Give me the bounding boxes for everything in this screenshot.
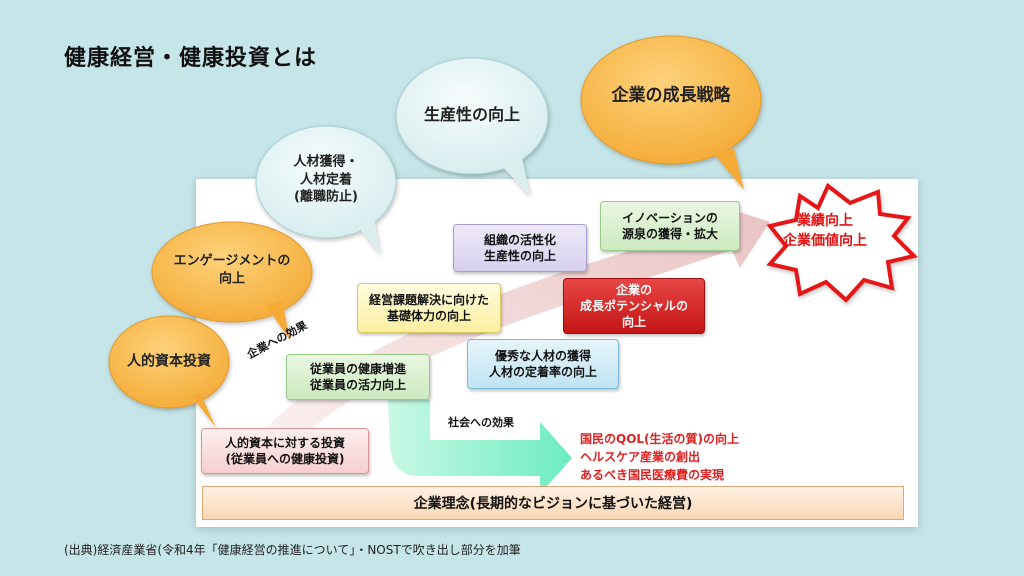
box-investment-line2: (従業員への健康投資): [225, 452, 345, 466]
bubble-jinteki-text: 人的資本投資: [127, 353, 211, 372]
result-line1: 業績向上: [797, 213, 853, 229]
corporate-philosophy-bar: 企業理念(長期的なビジョンに基づいた経営): [202, 486, 904, 520]
social-effects-list: 国民のQOL(生活の質)の向上 ヘルスケア産業の創出 あるべき国民医療費の実現: [580, 430, 739, 484]
box-yushu-line2: 人材の定着率の向上: [488, 365, 597, 379]
growth-arrow: [262, 203, 770, 440]
box-potential-line1: 企業の: [615, 282, 652, 297]
box-organization-activation: 組織の活性化 生産性の向上: [453, 224, 587, 272]
result-line2: 企業価値向上: [783, 232, 867, 249]
bubble-seisansei-label: 生産性の向上: [423, 105, 521, 125]
box-yushu-line1: 優秀な人材の獲得: [494, 348, 591, 363]
bubble-jinzai-line3: (離職防止): [294, 189, 358, 205]
bubble-seisansei-text: 生産性の向上: [424, 104, 520, 126]
bubble-seicho: [580, 35, 762, 190]
box-human-capital-investment: 人的資本に対する投資 (従業員への健康投資): [201, 428, 369, 474]
box-management-foundation: 経営課題解決に向けた 基礎体力の向上: [357, 283, 501, 333]
box-employee-line1: 従業員の健康増進: [309, 361, 406, 376]
box-soshiki-line1: 組織の活性化: [483, 232, 556, 247]
source-note: (出典)経済産業省(令和4年「健康経営の推進について」・NOSTで吹き出し部分を…: [64, 543, 521, 557]
social-effect-label: 社会への効果: [448, 416, 514, 429]
social-effect-healthcare-industry: ヘルスケア産業の創出: [580, 450, 701, 464]
result-starburst: [766, 182, 918, 303]
bubble-jinzai-line2: 人材定着: [299, 172, 353, 188]
box-investment-line1: 人的資本に対する投資: [224, 435, 345, 450]
bubble-seicho-text: 企業の成長戦略: [612, 85, 731, 108]
box-talent-acquisition: 優秀な人材の獲得 人材の定着率の向上: [467, 339, 619, 389]
box-employee-line2: 従業員の活力向上: [309, 378, 406, 392]
bubble-seisansei: [395, 57, 549, 196]
bubble-jinzai-line1: 人材獲得・: [293, 154, 359, 170]
bubble-jinzai: [255, 125, 397, 254]
box-keiei-line1: 経営課題解決に向けた: [368, 292, 489, 307]
box-innovation-line1: イノベーションの: [622, 210, 718, 225]
box-innovation-source: イノベーションの 源泉の獲得・拡大: [600, 201, 740, 251]
result-text: 業績向上 企業価値向上: [745, 212, 905, 251]
social-effect-medical-cost: あるべき国民医療費の実現: [580, 468, 725, 482]
bubble-engagement-text: エンゲージメントの 向上: [174, 252, 291, 287]
box-growth-potential: 企業の 成長ポテンシャルの 向上: [563, 278, 705, 334]
page-title: 健康経営・健康投資とは: [64, 46, 318, 71]
bubble-jinteki: [108, 315, 230, 428]
bubble-engagement: [151, 221, 313, 340]
bubble-jinteki-label: 人的資本投資: [127, 353, 211, 370]
bubble-engagement-line2: 向上: [218, 271, 245, 286]
box-potential-line2: 成長ポテンシャルの: [579, 298, 688, 313]
social-effect-qol: 国民のQOL(生活の質)の向上: [580, 432, 740, 446]
box-keiei-line2: 基礎体力の向上: [386, 309, 471, 323]
box-potential-line3: 向上: [621, 315, 646, 330]
bubble-seicho-label: 企業の成長戦略: [611, 85, 731, 106]
box-employee-health: 従業員の健康増進 従業員の活力向上: [286, 354, 430, 400]
bubble-jinzai-text: 人材獲得・ 人材定着 (離職防止): [293, 154, 358, 207]
social-effect-arrow: [388, 400, 572, 494]
box-innovation-line2: 源泉の獲得・拡大: [621, 227, 718, 241]
box-soshiki-line2: 生産性の向上: [483, 249, 556, 263]
bubble-engagement-line1: エンゲージメントの: [173, 253, 291, 269]
